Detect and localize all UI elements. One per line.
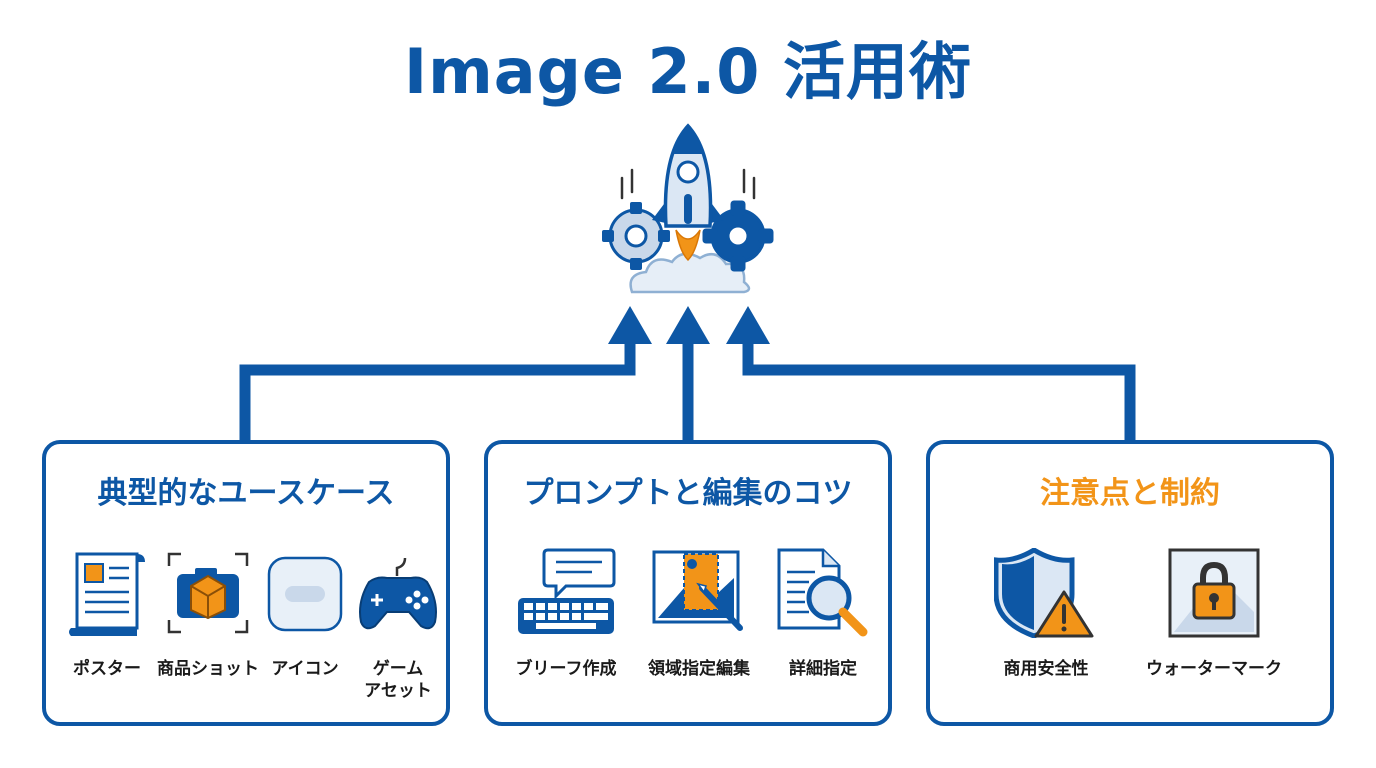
arrow-right-head	[726, 306, 770, 344]
app-icon-icon	[267, 556, 343, 632]
item-icon: アイコン	[262, 548, 348, 680]
item-label: 商品ショット	[157, 659, 259, 679]
item-poster: ポスター	[60, 548, 154, 680]
card-cautions: 注意点と制約 商用安全性 ウォーターマーク	[926, 440, 1334, 726]
arrow-left-head	[608, 306, 652, 344]
connector-right	[742, 340, 1136, 440]
item-watermark: ウォーターマーク	[1132, 548, 1296, 680]
product-camera-icon	[167, 552, 249, 634]
item-product-shot: 商品ショット	[150, 548, 266, 680]
item-region-edit: 領域指定編集	[636, 548, 762, 680]
card-title-prompt-tips: プロンプトと編集のコツ	[523, 476, 853, 511]
item-game-asset: ゲーム アセット	[350, 548, 446, 702]
item-label: ウォーターマーク	[1146, 659, 1282, 679]
card-title-cautions: 注意点と制約	[1040, 476, 1220, 511]
item-label: 商用安全性	[1003, 659, 1089, 679]
card-prompt-tips: プロンプトと編集のコツ ブリーフ作成 領域指定編集	[484, 440, 892, 726]
item-label: 詳細指定	[789, 659, 857, 679]
gamepad-icon	[359, 557, 437, 630]
card-use-cases: 典型的なユースケース ポスター	[42, 440, 450, 726]
watermark-lock-icon	[1168, 548, 1260, 638]
item-label: ポスター	[73, 659, 141, 679]
item-label: ブリーフ作成	[515, 659, 617, 679]
page-title: Image 2.0 活用術	[404, 35, 972, 108]
item-label: 領域指定編集	[648, 659, 750, 679]
rocket-with-gears-icon	[602, 123, 774, 294]
card-title-use-cases: 典型的なユースケース	[97, 476, 395, 511]
item-commercial-safety: 商用安全性	[986, 548, 1106, 680]
poster-icon	[69, 552, 145, 636]
document-magnifier-icon	[777, 548, 868, 637]
item-detail: 詳細指定	[768, 548, 878, 680]
item-label: ゲーム アセット	[364, 659, 432, 701]
item-label: アイコン	[271, 659, 339, 679]
item-brief: ブリーフ作成	[502, 548, 630, 680]
connector-left	[239, 340, 636, 440]
arrow-center-head	[666, 306, 710, 344]
shield-warning-icon	[994, 548, 1094, 638]
keyboard-chat-icon	[518, 548, 616, 634]
region-edit-icon	[652, 550, 743, 631]
